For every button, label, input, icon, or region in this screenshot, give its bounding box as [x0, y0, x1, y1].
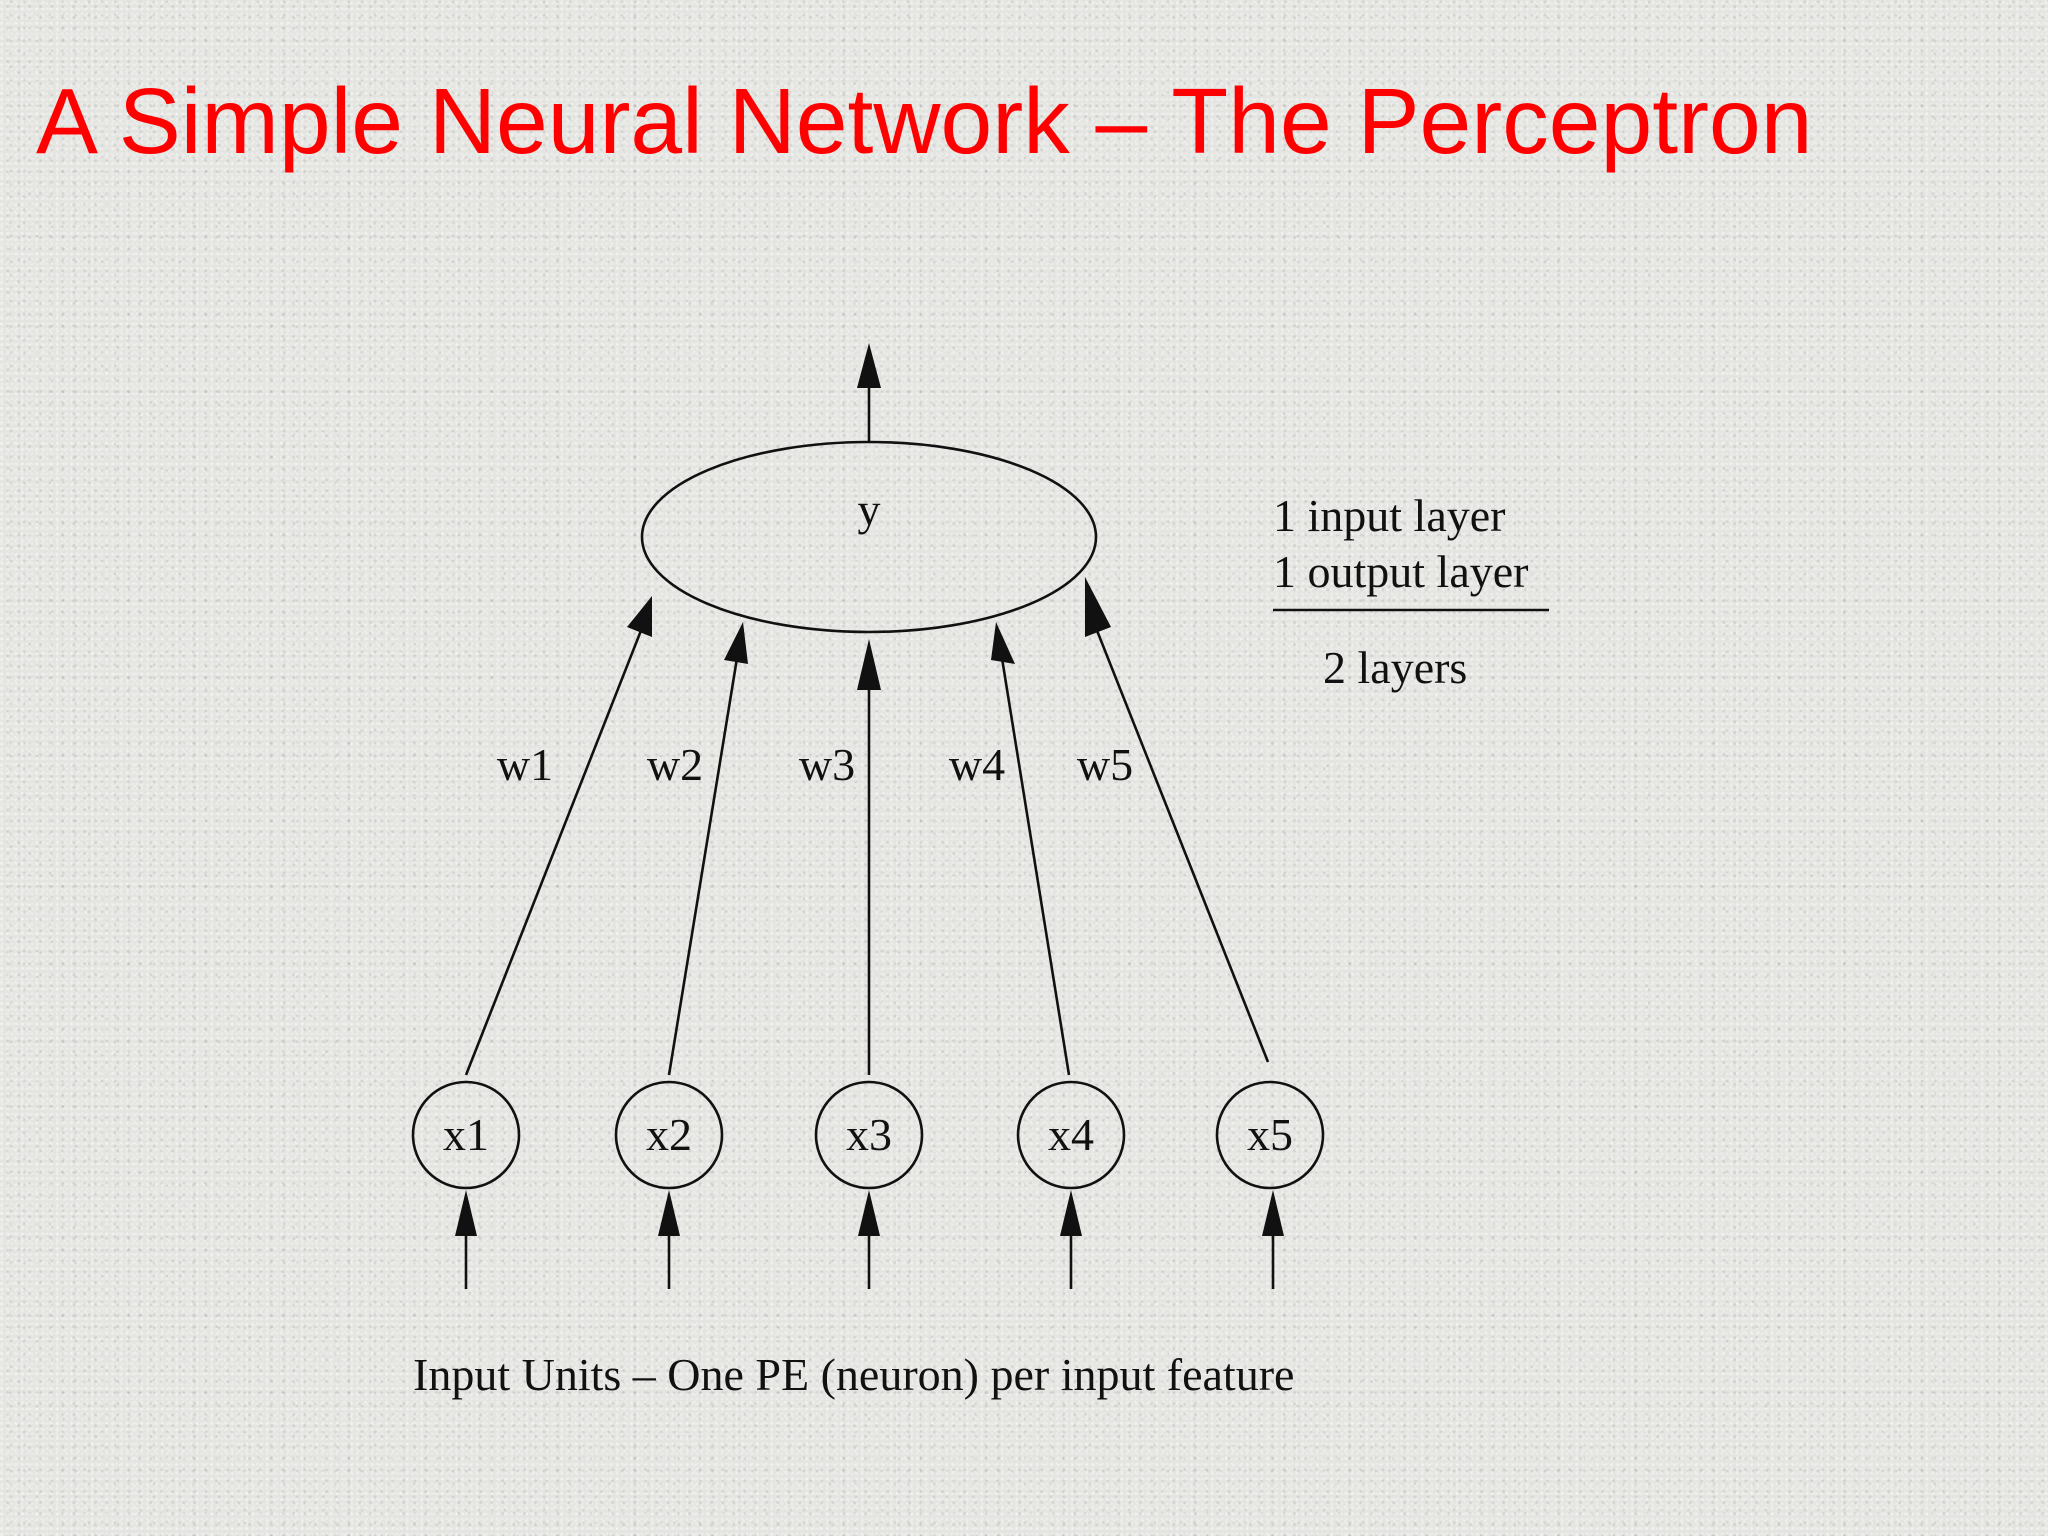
connection-x2-arrowhead — [724, 622, 748, 664]
weight-label-w1: w1 — [497, 739, 553, 790]
layer-note-output: 1 output layer — [1273, 546, 1529, 597]
connection-x4 — [999, 651, 1071, 1076]
input-node-x2-label: x2 — [646, 1109, 692, 1160]
weight-label-w5: w5 — [1077, 739, 1133, 790]
input-node-x4-label: x4 — [1048, 1109, 1094, 1160]
input-arrows — [455, 1190, 1284, 1289]
connection-x5-arrowhead — [1085, 577, 1111, 637]
connection-x3-arrowhead — [857, 639, 881, 690]
input-arrowhead-x5 — [1262, 1190, 1284, 1236]
input-node-x5-label: x5 — [1247, 1109, 1293, 1160]
input-arrowhead-x4 — [1060, 1190, 1082, 1236]
connection-x2 — [667, 651, 740, 1076]
output-node-label: y — [858, 484, 881, 535]
weight-label-w2: w2 — [647, 739, 703, 790]
input-node-x5 — [1215, 1080, 1325, 1190]
connection-x5 — [1094, 627, 1270, 1063]
layer-note-total: 2 layers — [1323, 642, 1467, 693]
slide-title: A Simple Neural Network – The Perceptron — [36, 69, 1813, 173]
input-node-x3-label: x3 — [846, 1109, 892, 1160]
input-arrowhead-x2 — [658, 1190, 680, 1236]
input-arrowhead-x3 — [858, 1190, 880, 1236]
output-arrowhead — [857, 343, 881, 388]
input-arrowhead-x1 — [455, 1190, 477, 1236]
layer-note-input: 1 input layer — [1273, 490, 1506, 541]
output-node — [640, 440, 1098, 634]
input-node-x4 — [1016, 1080, 1126, 1190]
connection-x4-arrowhead — [991, 622, 1015, 664]
input-node-x3 — [814, 1080, 924, 1190]
connection-x1-arrowhead — [627, 596, 652, 637]
weighted-connections — [464, 577, 1270, 1076]
connection-x1 — [464, 627, 644, 1076]
input-node-x2 — [614, 1080, 724, 1190]
diagram-caption: Input Units – One PE (neuron) per input … — [413, 1349, 1294, 1400]
layer-count-note: 1 input layer 1 output layer 2 layers — [1273, 490, 1549, 693]
input-layer: x1 x2 x3 x4 x5 — [411, 1080, 1325, 1190]
input-node-x1 — [411, 1080, 521, 1190]
weight-label-w3: w3 — [799, 739, 855, 790]
input-node-x1-label: x1 — [443, 1109, 489, 1160]
weight-label-w4: w4 — [949, 739, 1005, 790]
